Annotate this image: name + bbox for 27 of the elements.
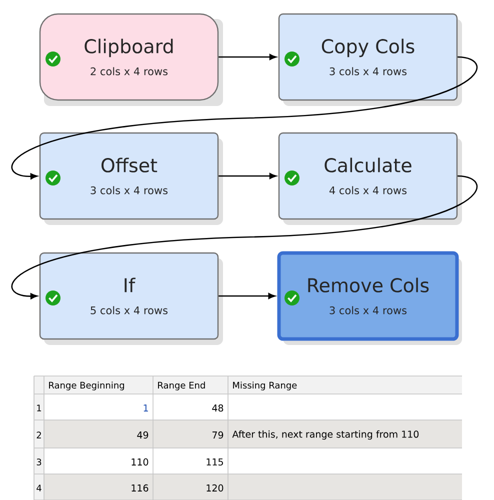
table-cell: 110 [132,458,148,466]
table-cell: 79 [212,431,224,439]
table-cell: After this, next range starting from 110 [232,430,419,440]
row-number: 4 [36,484,42,492]
process-box: Copy Cols 3 cols x 4 rows [278,13,458,101]
arrow [218,293,276,299]
process-box: Clipboard 2 cols x 4 rows [39,13,219,101]
column-header: Range Beginning [49,382,124,390]
process-box: Offset 3 cols x 4 rows [39,132,219,220]
row-number: 1 [37,404,42,412]
row-number: 2 [36,432,41,438]
column-header: Range End [158,382,205,390]
table-cell: 48 [212,404,224,412]
table-cell: 120 [206,484,224,492]
table-cell: 1 [144,404,148,412]
row-number: 3 [36,458,42,466]
table-cell: 49 [137,431,148,439]
arrow [12,175,478,300]
process-box: If 5 cols x 4 rows [39,252,219,340]
arrow [12,56,478,180]
column-header: Missing Range [233,382,297,390]
table-cell: 115 [206,458,223,466]
process-box: Remove Cols 3 cols x 4 rows [277,251,459,341]
table-cell: 116 [132,484,148,492]
process-box: Calculate 4 cols x 4 rows [278,132,458,220]
arrow [218,54,276,60]
arrow [218,173,276,179]
